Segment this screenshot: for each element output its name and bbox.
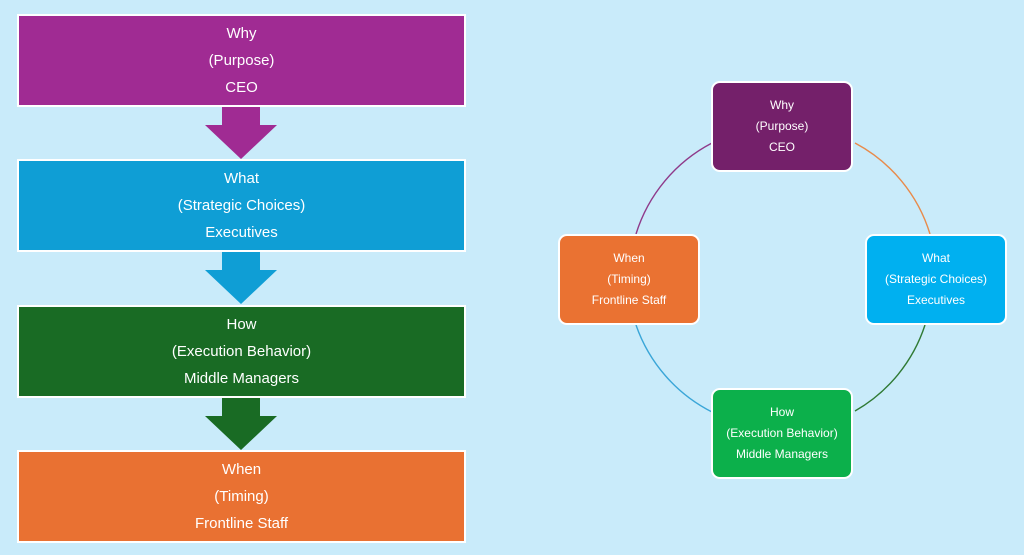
connector-what-to-how [854,324,926,412]
cycle-box-when: When (Timing) Frontline Staff [558,234,700,325]
flow-why-role: CEO [225,79,258,96]
cycle-why-title: Why [770,98,794,112]
cycle-how-title: How [769,405,794,419]
flow-box-how: How (Execution Behavior) Middle Managers [17,305,466,398]
flow-box-what: What (Strategic Choices) Executives [17,159,466,252]
flow-how-role: Middle Managers [183,370,300,387]
flow-when-role: Frontline Staff [194,515,289,532]
flow-what-role: Executives [205,224,278,241]
connector-why-to-what [854,142,931,235]
flow-when-subtitle: (Timing) [214,488,269,505]
connector-how-to-when [635,324,713,413]
down-arrow-how-to-when [205,398,277,450]
flow-what-title: What [223,170,259,187]
cycle-box-how: How (Execution Behavior) Middle Managers [711,388,853,479]
cycle-when-title: When [613,251,645,265]
down-arrow-what-to-how [205,252,277,304]
cycle-when-subtitle: (Timing) [607,272,651,286]
cycle-why-role: CEO [768,140,795,154]
cycle-what-title: What [921,251,950,265]
flow-why-title: Why [226,25,257,42]
cycle-when-role: Frontline Staff [591,293,667,307]
flow-box-when: When (Timing) Frontline Staff [17,450,466,543]
cycle-box-why: Why (Purpose) CEO [711,81,853,172]
flow-when-title: When [221,461,262,478]
cycle-how-role: Middle Managers [735,447,829,461]
cycle-why-subtitle: (Purpose) [755,119,809,133]
down-arrow-why-to-what [205,107,277,159]
cycle-how-subtitle: (Execution Behavior) [726,426,838,440]
flow-why-subtitle: (Purpose) [208,52,275,69]
flow-how-title: How [226,316,257,333]
flow-box-why: Why (Purpose) CEO [17,14,466,107]
flow-how-subtitle: (Execution Behavior) [171,343,312,360]
flow-what-subtitle: (Strategic Choices) [177,197,306,214]
cycle-what-role: Executives [906,293,966,307]
cycle-what-subtitle: (Strategic Choices) [884,272,988,286]
cycle-box-what: What (Strategic Choices) Executives [865,234,1007,325]
connector-when-to-why [635,142,713,235]
